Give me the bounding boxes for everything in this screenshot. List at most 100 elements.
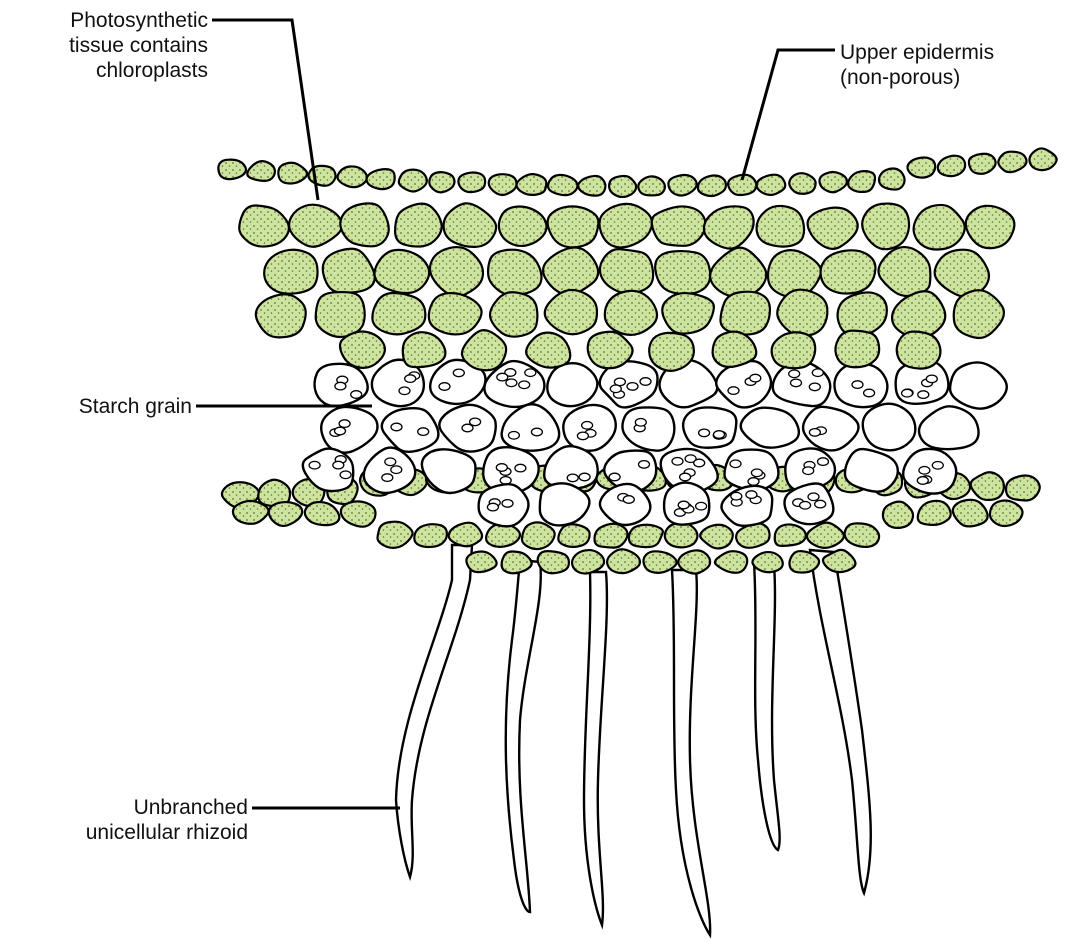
photosynthetic-cell xyxy=(588,332,633,368)
photosynthetic-cell xyxy=(649,333,694,371)
photosynthetic-cell xyxy=(878,247,930,296)
storage-cell xyxy=(502,404,560,450)
starch-grain xyxy=(623,496,634,504)
epidermis-cell xyxy=(698,176,726,196)
photosynthetic-cell xyxy=(340,332,385,368)
label-upper-epidermis: Upper epidermis (non-porous) xyxy=(840,40,1060,90)
storage-cell xyxy=(622,407,674,450)
photosynthetic-cell xyxy=(264,250,317,294)
epidermis-cell xyxy=(879,168,905,189)
photosynthetic-cell xyxy=(772,332,816,368)
photosynthetic-cell xyxy=(777,290,827,336)
lower-cell xyxy=(775,524,806,545)
storage-cell xyxy=(544,446,597,489)
photosynthetic-cell xyxy=(808,208,858,249)
photosynthetic-cell xyxy=(490,292,537,336)
photosynthetic-cell xyxy=(713,332,757,367)
starch-grain xyxy=(333,461,344,469)
starch-grain xyxy=(902,389,913,397)
lower-cell xyxy=(971,472,1004,500)
lower-epidermis-cell xyxy=(607,549,640,573)
lower-epidermis-cell xyxy=(752,552,782,572)
storage-cell xyxy=(863,404,916,451)
lower-cell xyxy=(377,522,412,548)
epidermis-cell xyxy=(367,169,395,189)
starch-grain xyxy=(917,477,928,485)
starch-grain xyxy=(748,478,759,486)
starch-grain xyxy=(750,374,761,382)
photosynthetic-cell xyxy=(662,293,714,334)
starch-grain xyxy=(531,428,542,436)
label-line: Unbranched xyxy=(8,795,248,820)
photosynthetic-cell xyxy=(488,250,541,296)
photosynthetic-cell xyxy=(499,206,547,245)
starch-grain xyxy=(418,428,429,436)
starch-grain xyxy=(496,464,507,472)
storage-cell xyxy=(741,408,799,448)
label-line: tissue contains xyxy=(8,33,208,58)
starch-grain xyxy=(382,474,393,482)
starch-grain xyxy=(812,369,823,377)
starch-grain xyxy=(809,429,820,437)
starch-grain xyxy=(610,385,621,393)
starch-grain xyxy=(800,502,811,510)
starch-grain xyxy=(351,391,362,399)
storage-cell xyxy=(547,363,597,406)
starch-grain xyxy=(680,473,691,481)
epidermis-cell xyxy=(969,154,996,174)
epidermis-cell xyxy=(998,152,1026,173)
starch-grain xyxy=(640,378,651,386)
lower-epidermis-cell xyxy=(715,551,747,573)
starch-grain xyxy=(567,474,578,482)
photosynthetic-cell xyxy=(256,294,306,337)
storage-cell xyxy=(382,408,439,452)
starch-grain xyxy=(635,419,646,427)
starch-grain xyxy=(340,471,351,479)
starch-grain xyxy=(639,461,650,469)
photosynthetic-cell xyxy=(374,250,429,293)
epidermis-cell xyxy=(458,172,485,192)
starch-grain xyxy=(808,493,819,501)
starch-grain xyxy=(932,462,943,470)
lower-cell xyxy=(953,500,988,527)
starch-grain xyxy=(926,375,937,383)
starch-grain xyxy=(678,501,689,509)
starch-grain xyxy=(818,458,829,466)
photosynthetic-cell xyxy=(395,204,442,247)
epidermis-cell xyxy=(668,175,696,195)
photosynthetic-cell xyxy=(862,204,909,250)
photosynthetic-cell xyxy=(954,290,1004,338)
epidermis-cell xyxy=(789,173,815,194)
storage-cell xyxy=(364,448,415,493)
starch-grain xyxy=(672,458,683,466)
upper-photosynthetic-layer xyxy=(239,203,1014,371)
lower-cell xyxy=(341,501,376,526)
photosynthetic-cell xyxy=(600,249,653,293)
storage-cell xyxy=(683,407,736,447)
photosynthetic-cell xyxy=(655,251,710,294)
starch-grain xyxy=(731,492,742,500)
starch-grain xyxy=(497,373,508,381)
photosynthetic-cell xyxy=(430,247,483,296)
storage-cell xyxy=(600,484,650,525)
lower-cell xyxy=(305,502,340,525)
photosynthetic-cell xyxy=(444,203,497,247)
epidermis-cell xyxy=(548,175,577,195)
lower-epidermis-cell xyxy=(643,551,676,573)
lower-cell xyxy=(736,523,769,547)
label-line: chloroplasts xyxy=(8,58,208,83)
label-line: Upper epidermis xyxy=(840,40,1060,65)
label-photosynthetic-tissue: Photosynthetic tissue contains chloropla… xyxy=(8,8,208,83)
photosynthetic-cell xyxy=(821,250,876,293)
starch-grain xyxy=(803,467,814,475)
rhizoid xyxy=(754,562,780,850)
starch-grain xyxy=(453,369,464,377)
lower-cell xyxy=(665,523,698,548)
epidermis-cell xyxy=(819,172,846,192)
epidermis-cell xyxy=(399,170,427,192)
starch-grain xyxy=(385,458,396,466)
photosynthetic-cell xyxy=(605,291,657,335)
starch-grain xyxy=(746,491,757,499)
label-line: Starch grain xyxy=(8,394,192,419)
starch-grain xyxy=(728,387,739,395)
